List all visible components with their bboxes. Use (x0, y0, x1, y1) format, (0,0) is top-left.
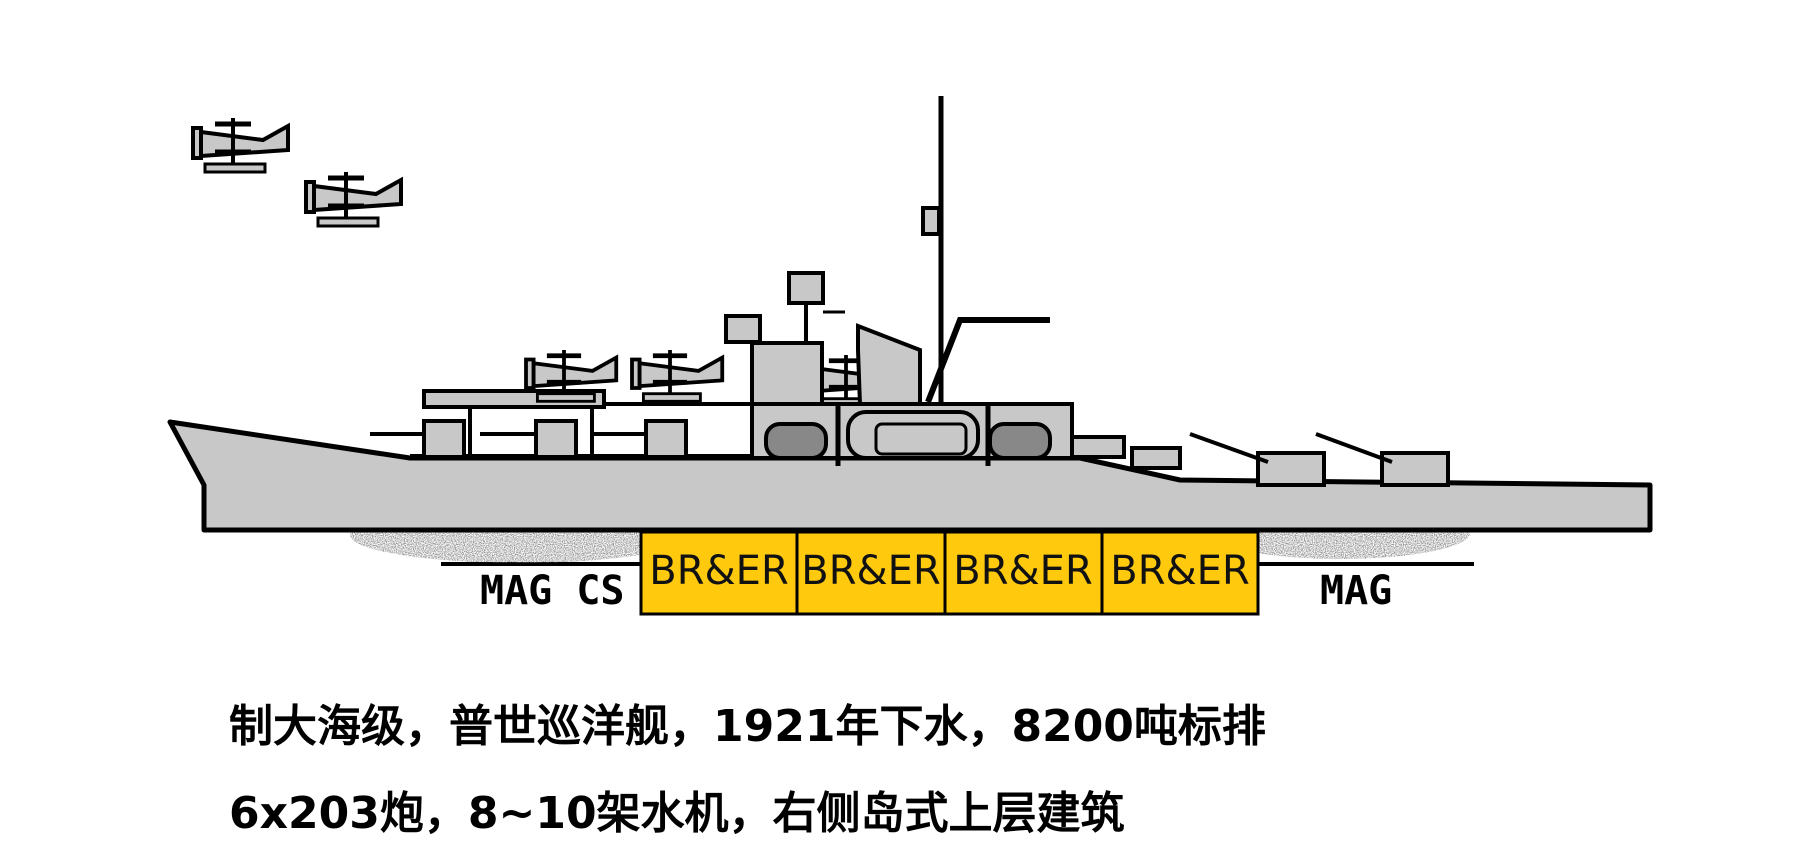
aft-magazine-label: MAG (1320, 568, 1392, 614)
island-superstructure (724, 271, 1182, 470)
forward-magazine-label: MAG CS (480, 568, 625, 614)
caption-line-2: 6x203炮，8~10架水机，右侧岛式上层建筑 (229, 788, 1125, 839)
seaplane-icon (632, 350, 722, 401)
gun-turret-icon (1189, 432, 1326, 487)
mast-icon (921, 96, 1050, 404)
seaplane-icon (306, 172, 401, 226)
armor-box: BR&ER BR&ER BR&ER BR&ER (639, 530, 1260, 616)
compartment-label: BR&ER (953, 548, 1093, 594)
compartment-label: BR&ER (1110, 548, 1250, 594)
caption-line-1: 制大海级，普世巡洋舰，1921年下水，8200吨标排 (229, 701, 1266, 752)
compartment-label: BR&ER (801, 548, 941, 594)
gun-turret-icon (1315, 432, 1450, 487)
seaplane-icon (193, 118, 288, 172)
compartment-label: BR&ER (649, 548, 789, 594)
